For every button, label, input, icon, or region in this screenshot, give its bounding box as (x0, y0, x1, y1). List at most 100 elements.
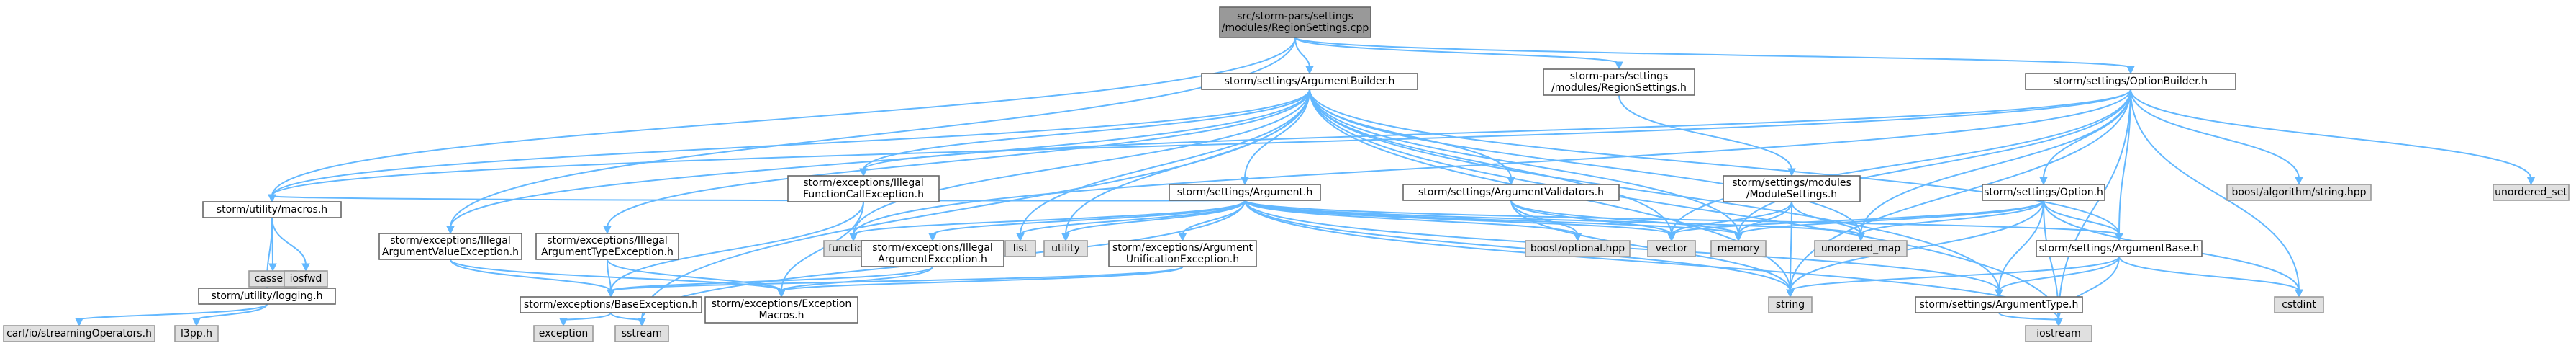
edge-arrowhead (559, 318, 568, 327)
node-label: storm/settings/Argument.h (1177, 187, 1313, 198)
edge-validators-to-vector (1510, 200, 1672, 236)
node-label: ArgumentValueException.h (382, 246, 519, 258)
edge-arrowhead (75, 318, 83, 327)
node-label: storm/settings/Option.h (1984, 187, 2103, 198)
node-label: carl/io/streamingOperators.h (6, 328, 152, 339)
node-illarg[interactable]: storm/exceptions/IllegalArgumentExceptio… (861, 240, 1004, 267)
node-memory: memory (1710, 240, 1767, 257)
node-sstream: sstream (614, 325, 669, 342)
node-illtype[interactable]: storm/exceptions/IllegalArgumentTypeExce… (535, 233, 679, 260)
node-exception: exception (533, 325, 594, 342)
node-option[interactable]: storm/settings/Option.h (1982, 184, 2105, 201)
node-argument[interactable]: storm/settings/Argument.h (1169, 184, 1321, 201)
edge-modset-to-memory (1738, 201, 1792, 236)
edge-illarg-to-excmacros (781, 266, 933, 292)
node-modset[interactable]: storm/settings/modules/ModuleSettings.h (1723, 175, 1861, 202)
node-box (1543, 68, 1695, 96)
node-label: storm/exceptions/Exception (712, 298, 852, 310)
edge-argbase-to-cstdint (2118, 256, 2300, 292)
node-vector: vector (1647, 240, 1696, 257)
edge-modset-to-string (1790, 201, 1792, 292)
node-label: storm/utility/logging.h (212, 290, 323, 302)
node-argbase[interactable]: storm/settings/ArgumentBase.h (2036, 240, 2203, 257)
node-label: utility (1051, 243, 1080, 254)
node-box (1525, 240, 1631, 257)
node-box (1004, 240, 1036, 257)
edge-builder-to-illtype (607, 89, 1310, 228)
node-unif[interactable]: storm/exceptions/ArgumentUnificationExce… (1108, 240, 1257, 267)
node-box (861, 240, 1004, 267)
node-box (1402, 184, 1620, 201)
edge-macros-to-iosfwd (271, 217, 307, 266)
node-box (704, 296, 858, 324)
edge-builder-to-iostream (1309, 89, 2059, 321)
edge-arrowhead (2295, 177, 2303, 186)
edge-optbuilder-to-unordmap (1860, 89, 2131, 236)
edge-arrowhead (192, 318, 201, 327)
node-logging[interactable]: storm/utility/logging.h (198, 288, 336, 305)
edge-argument-to-macros (271, 195, 1246, 202)
node-regionh[interactable]: storm-pars/settings/modules/RegionSettin… (1543, 68, 1695, 96)
node-argtype[interactable]: storm/settings/ArgumentType.h (1915, 296, 2083, 313)
edge-optbuilder-to-cstdint (2130, 89, 2300, 292)
node-label: storm/settings/ArgumentBuilder.h (1225, 76, 1395, 87)
node-iosfwd: iosfwd (284, 270, 328, 288)
node-box (3, 325, 155, 342)
dependency-nodes: src/storm-pars/settings/modules/RegionSe… (3, 6, 2570, 342)
edge-arrowhead (849, 233, 858, 242)
node-label: string (1776, 299, 1805, 311)
node-box (787, 175, 940, 202)
node-box (533, 325, 594, 342)
node-label: storm/exceptions/Illegal (547, 235, 668, 246)
edge-baseexc-to-exception (563, 312, 612, 321)
edge-arrowhead (1615, 61, 1623, 71)
node-label: storm/exceptions/BaseException.h (524, 299, 698, 311)
edge-arrowhead (603, 226, 612, 235)
node-builder[interactable]: storm/settings/ArgumentBuilder.h (1201, 73, 1418, 90)
edge-logging-to-carl (78, 303, 268, 321)
edge-validators-to-boostopt (1510, 200, 1579, 236)
edge-arrowhead (607, 289, 615, 298)
edge-builder-to-argbase (1309, 89, 2120, 236)
edge-argument-to-unordmap (1244, 200, 1861, 236)
edge-modset-to-vector (1671, 201, 1792, 236)
edge-root-to-macros (271, 37, 1296, 197)
edge-regionh-to-modset (1618, 94, 1792, 171)
edge-root-to-optbuilder (1294, 37, 2131, 68)
edge-unif-to-excmacros (781, 266, 1184, 292)
node-box (1982, 184, 2105, 201)
node-carl: carl/io/streamingOperators.h (3, 325, 155, 342)
edge-builder-to-list (1020, 89, 1310, 236)
node-box (535, 233, 679, 260)
node-label: l3pp.h (181, 328, 212, 339)
edge-builder-to-illval (450, 89, 1310, 228)
edge-arrowhead (301, 263, 310, 272)
node-macros[interactable]: storm/utility/macros.h (202, 201, 342, 218)
node-box (1814, 240, 1908, 257)
edge-builder-to-macros (271, 89, 1310, 197)
edge-unif-to-baseexc (610, 266, 1184, 292)
edge-arrowhead (2295, 289, 2303, 298)
node-l3pp: l3pp.h (174, 325, 219, 342)
edge-illfunc-to-excmacros (781, 201, 864, 292)
node-validators[interactable]: storm/settings/ArgumentValidators.h (1402, 184, 1620, 201)
node-label: exception (539, 328, 588, 339)
node-illval[interactable]: storm/exceptions/IllegalArgumentValueExc… (378, 233, 522, 260)
node-illfunc[interactable]: storm/exceptions/IllegalFunctionCallExce… (787, 175, 940, 202)
node-label: iostream (2036, 328, 2081, 339)
node-box (1768, 296, 1813, 313)
node-root[interactable]: src/storm-pars/settings/modules/RegionSe… (1219, 6, 1371, 38)
edge-builder-to-argument (1244, 89, 1310, 179)
node-label: storm/exceptions/Argument (1112, 242, 1253, 254)
node-baseexc[interactable]: storm/exceptions/BaseException.h (520, 296, 702, 313)
edge-option-to-vector (1671, 200, 2044, 236)
node-label: list (1013, 243, 1028, 254)
edge-arrowhead (1995, 289, 2003, 298)
edge-arrowhead (446, 226, 455, 235)
node-optbuilder[interactable]: storm/settings/OptionBuilder.h (2025, 73, 2236, 90)
node-label: boost/algorithm/string.hpp (2231, 187, 2366, 198)
node-label: storm/exceptions/Illegal (872, 242, 993, 254)
edge-arrowhead (2126, 66, 2135, 75)
